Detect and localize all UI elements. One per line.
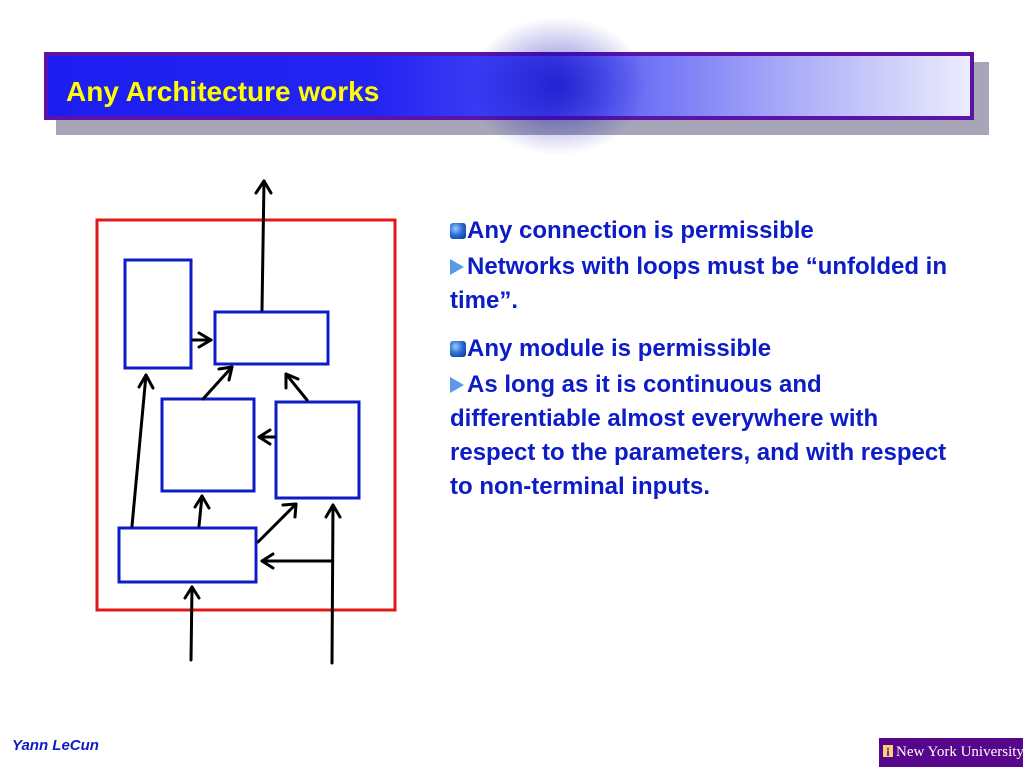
input-right-arrowhead: [324, 503, 342, 519]
arrow-bottom-to-midright: [256, 502, 298, 544]
bullet-text-3: Any module is permissible: [467, 335, 772, 362]
input-right-line: [330, 503, 335, 665]
arrowhead-bottom-to-midright: [281, 502, 298, 519]
output-arrow: [260, 179, 266, 312]
arrowhead-bottom-to-midleft: [193, 494, 211, 510]
bullet-text-1: Any connection is permissible: [467, 217, 814, 244]
title-bar: Any Architecture works: [44, 16, 974, 156]
module-middle-right: [274, 400, 361, 500]
bullet-list: Any connection is permissible Networks w…: [450, 214, 970, 518]
triangle-bullet-icon: [450, 377, 464, 393]
blue-sphere-bullet-icon: [450, 341, 466, 357]
blue-sphere-bullet-icon: [450, 223, 466, 239]
arrowhead-midright-to-top: [284, 372, 300, 390]
bullet-item-2: Networks with loops must be “unfolded in…: [450, 250, 970, 318]
nyu-logo: New York University: [879, 738, 1023, 767]
arrow-bottom-to-midleft: [197, 494, 204, 528]
bullet-text-4: As long as it is continuous and differen…: [450, 371, 947, 500]
input-right-branch-arrowhead: [260, 552, 275, 570]
module-bottom: [117, 526, 258, 584]
module-top-left: [123, 258, 193, 370]
output-arrowhead: [254, 179, 273, 195]
input-left-arrowhead: [183, 585, 201, 600]
network-container: [95, 218, 397, 612]
arrow-midright-to-top: [284, 372, 309, 402]
module-middle-left: [160, 397, 256, 493]
slide-title: Any Architecture works: [66, 76, 380, 107]
arrowhead-topleft-to-top: [197, 331, 213, 349]
input-left-line: [189, 585, 194, 662]
bullet-item-3: Any module is permissible: [450, 332, 970, 366]
triangle-bullet-icon: [450, 259, 464, 275]
title-glow: [468, 16, 648, 156]
bullet-item-4: As long as it is continuous and differen…: [450, 368, 970, 504]
bullet-text-2: Networks with loops must be “unfolded in…: [450, 253, 948, 314]
arrow-bottom-to-topleft: [130, 373, 148, 528]
module-top-output: [213, 310, 330, 366]
footer-author: Yann LeCun: [12, 737, 99, 754]
nyu-torch-icon: [883, 745, 893, 757]
bullet-item-1: Any connection is permissible: [450, 214, 970, 248]
arrowhead-bottom-to-topleft: [137, 373, 155, 390]
arrowhead-midright-to-midleft: [257, 428, 272, 446]
arrowhead-midleft-to-top: [217, 365, 234, 382]
arrow-midleft-to-top: [201, 365, 234, 401]
nyu-label: New York University: [896, 744, 1023, 760]
